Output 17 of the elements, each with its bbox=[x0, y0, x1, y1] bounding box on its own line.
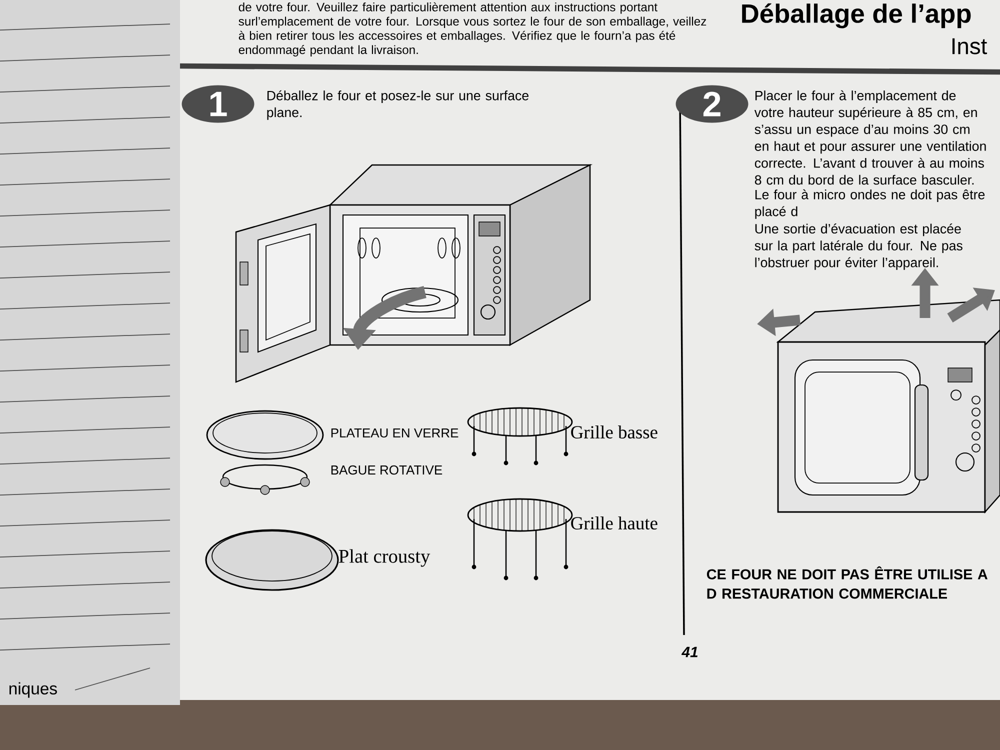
part-label: BAGUE ROTATIVE bbox=[331, 465, 442, 475]
margin-text: niques bbox=[9, 682, 57, 698]
intro-paragraph: de votre four. Veuillez faire particulièrement attention aux instructions portant surl’emplacement de votre four. Lorsque vous sortez le four de son emballage, veillez à bien retirer tous les accessoires et emballages. Vérifiez que le fourn’a pas été endommagé pendant la livraison. bbox=[238, 2, 706, 56]
page-number: 41 bbox=[681, 646, 698, 658]
section-title: Déballage de l’app bbox=[742, 3, 971, 28]
instruction-text: Placer le four à l’emplacement de votre hauteur supérieure à 85 cm, en s’assu un espace d’au moins 30 cm en haut et pour assurer une ventilation correcte. L’avant d trouver à au moins 8 cm du bord de la surface basculer. bbox=[754, 90, 986, 185]
part-label: PLATEAU EN VERRE bbox=[331, 428, 458, 438]
instruction-text: Une sortie d’évacuation est placée sur la part latérale du four. Ne pas l’obstruer pour éviter l’appareil. bbox=[754, 224, 962, 270]
step-badge: 2 bbox=[676, 85, 748, 123]
part-label: Grille haute bbox=[571, 516, 658, 530]
warning-text: CE FOUR NE DOIT PAS ÊTRE UTILISE A D RESTAURATION COMMERCIALE bbox=[706, 566, 988, 599]
step-badge: 1 bbox=[182, 85, 254, 123]
instruction-text: Déballez le four et posez-le sur une surface plane. bbox=[267, 90, 528, 120]
section-title: Inst bbox=[952, 38, 987, 54]
part-label: Plat crousty bbox=[338, 549, 430, 567]
instruction-text: Le four à micro ondes ne doit pas être placé d bbox=[755, 189, 985, 219]
part-label: Grille basse bbox=[571, 426, 658, 438]
